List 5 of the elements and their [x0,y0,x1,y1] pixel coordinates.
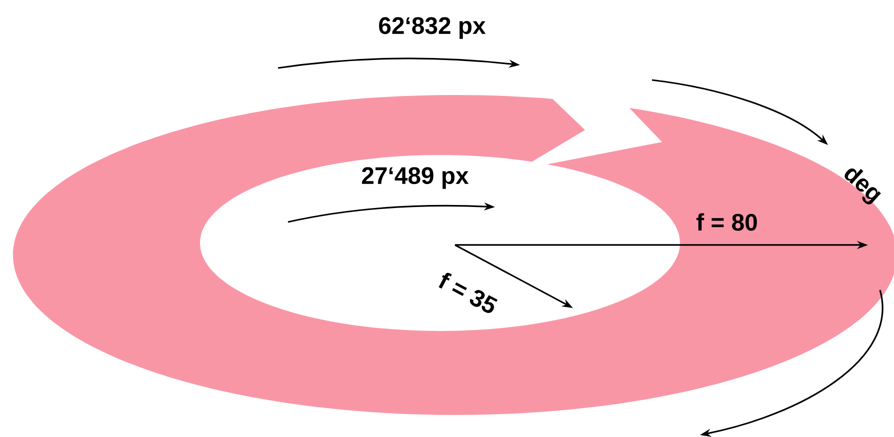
measure-label: f = 80 [696,213,757,231]
measure-label: 27‘489 px [362,167,469,189]
measure-label: 62‘832 px [379,17,486,39]
measure-label: deg [844,168,881,204]
measure-label: f = 35 [438,272,498,313]
